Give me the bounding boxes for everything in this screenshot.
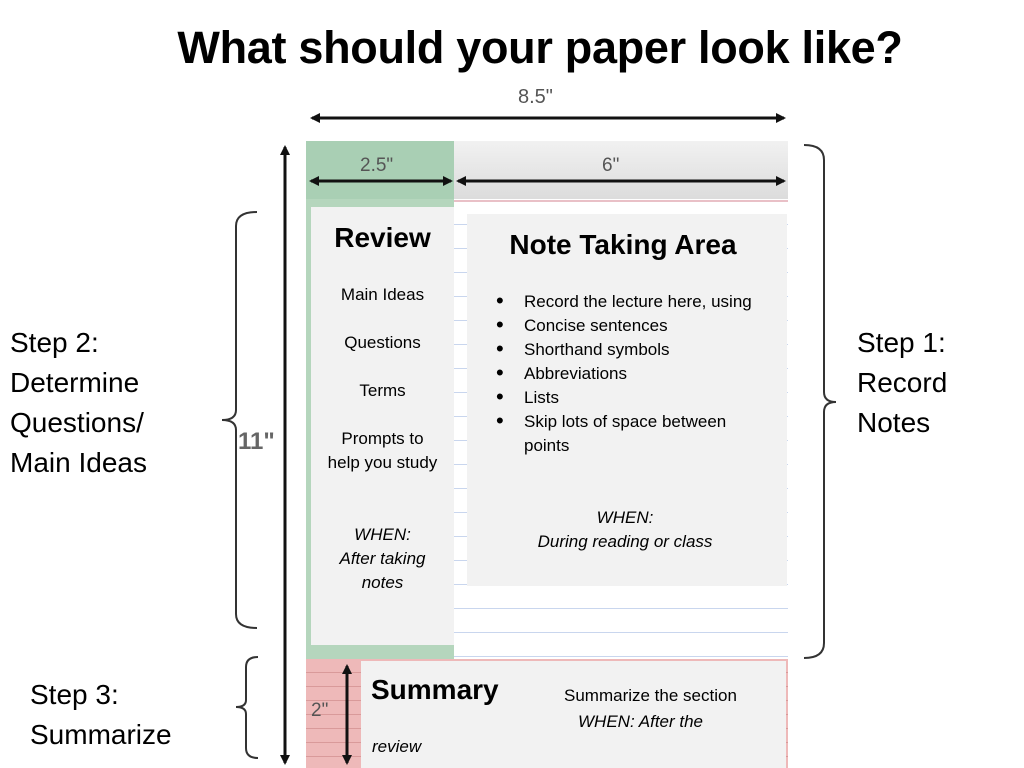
notes-width-label: 6" [602,155,620,176]
summary-heading: Summary [371,674,499,705]
notes-bullet: Shorthand symbols [490,337,768,362]
review-when-text: After taking notes [339,549,426,592]
review-item-questions: Questions [344,333,421,352]
step2-bracket [221,211,258,629]
notes-heading: Note Taking Area [509,229,737,260]
cue-width-label: 2.5" [360,155,394,176]
summary-when-text-2: review [372,737,422,756]
notes-bullet-list: Record the lecture here, using Concise s… [490,289,768,458]
margin-line [454,200,788,202]
summary-when-text: WHEN: After the [578,712,704,731]
notes-when-label: WHEN: [596,508,654,527]
review-item-terms: Terms [359,381,406,400]
notes-bullet: Skip lots of space between points [490,409,768,458]
summary-height-label: 2" [311,700,329,721]
notes-bullet: Record the lecture here, using [490,289,768,314]
notes-bullet: Concise sentences [490,313,768,338]
summary-description: Summarize the section [564,686,737,705]
step1-bracket [803,144,837,659]
cue-header-band [306,141,454,199]
step1-label: Step 1: Record Notes [857,327,948,438]
summary-panel [361,661,786,768]
review-when-label: WHEN: [354,525,411,544]
step2-label: Step 2: Determine Questions/ Main Ideas [10,327,147,478]
review-item-main-ideas: Main Ideas [340,285,425,304]
notes-bullet: Abbreviations [490,361,768,386]
page-height-label: 11" [238,428,275,455]
step3-bracket [235,656,259,759]
review-panel [311,207,454,645]
notes-bullet: Lists [490,385,768,410]
page-title: What should your paper look like? [177,22,903,73]
review-item-prompts: Prompts to help you study [327,429,438,472]
review-heading: Review [334,222,431,253]
notes-when-text: During reading or class [537,532,713,551]
step3-label: Step 3: Summarize [30,679,172,750]
page-width-label: 8.5" [518,86,553,108]
